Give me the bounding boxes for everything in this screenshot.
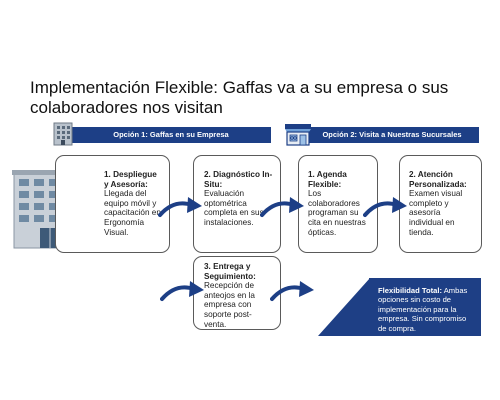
step-text: Examen visual completo y asesoría indivi… — [409, 189, 463, 237]
step-text: Los colaboradores programan su cita en n… — [308, 189, 366, 237]
arrow-step2-to-agenda-icon — [260, 197, 304, 217]
step-heading: 3. Entrega y Seguimiento: — [204, 262, 256, 281]
step-heading: 1. Despliegue y Asesoría: — [104, 170, 157, 189]
step-heading: 1. Agenda Flexible: — [308, 170, 347, 189]
option2-banner: Opción 2: Visita a Nuestras Sucursales — [305, 127, 479, 143]
step-text: Evaluación optométrica completa en sus i… — [204, 189, 264, 227]
flexibility-label: Flexibilidad Total: — [378, 286, 442, 295]
step-card-atencion: 2. Atención Personalizada: Examen visual… — [399, 155, 482, 253]
arrow-agenda-to-atencion-icon — [363, 197, 407, 217]
step-text: Llegada del equipo móvil y capacitación … — [104, 189, 161, 237]
step-card-entrega: 3. Entrega y Seguimiento: Recepción de a… — [193, 256, 281, 330]
step-heading: 2. Atención Personalizada: — [409, 170, 467, 189]
option1-banner: Opción 1: Gaffas en su Empresa — [71, 127, 271, 143]
arrow-entrega-to-flexibilidad-icon — [270, 281, 314, 301]
arrow-step1-to-step2-icon — [158, 197, 202, 217]
step-card-agenda: 1. Agenda Flexible: Los colaboradores pr… — [298, 155, 378, 253]
step-text: Recepción de anteojos en la empresa con … — [204, 281, 255, 329]
navy-slant-decoration — [318, 278, 370, 336]
storefront-icon — [285, 124, 311, 146]
flexibility-text: Ambas opciones sin costo de implementaci… — [378, 286, 468, 333]
flexibility-note: Flexibilidad Total: Ambas opciones sin c… — [369, 278, 481, 336]
step-card-diagnostico: 2. Diagnóstico In-Situ: Evaluación optom… — [193, 155, 281, 253]
arrow-into-entrega-icon — [160, 281, 204, 301]
page-title: Implementación Flexible: Gaffas va a su … — [30, 78, 449, 117]
step-heading: 2. Diagnóstico In-Situ: — [204, 170, 273, 189]
step-card-despliegue: 1. Despliegue y Asesoría: Llegada del eq… — [55, 155, 170, 253]
office-building-icon — [53, 122, 73, 146]
